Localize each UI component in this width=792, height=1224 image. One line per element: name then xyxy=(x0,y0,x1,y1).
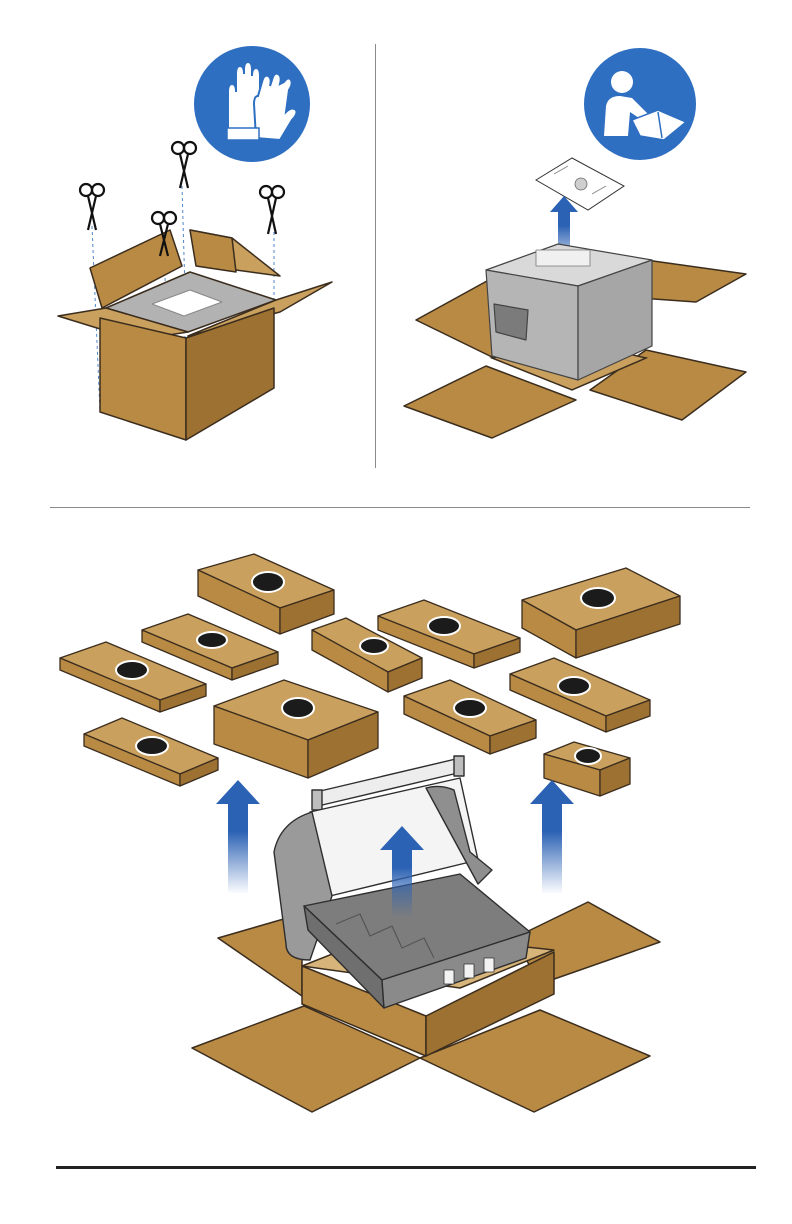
parts-box xyxy=(198,554,334,634)
parts-box xyxy=(84,718,218,786)
remove-manual-panel xyxy=(396,40,756,450)
cut-box-illustration xyxy=(40,40,370,460)
parts-box xyxy=(214,680,378,778)
remove-manual-illustration xyxy=(396,40,756,450)
up-arrow-icon xyxy=(530,780,574,894)
footer-rule xyxy=(56,1166,756,1169)
shipping-box xyxy=(58,230,332,440)
scissors-icon xyxy=(172,142,196,188)
cut-box-panel xyxy=(40,40,370,460)
parts-box xyxy=(522,568,680,658)
vertical-divider xyxy=(375,44,376,468)
scissors-icon xyxy=(80,184,104,230)
read-manual-icon xyxy=(584,48,696,160)
gloves-safety-icon xyxy=(194,46,310,162)
unpack-parts-panel xyxy=(40,540,740,1120)
scissors-icon xyxy=(260,186,284,234)
manual-booklet xyxy=(536,158,624,210)
up-arrow-icon xyxy=(216,780,260,894)
horizontal-divider xyxy=(50,507,750,508)
unpack-parts-illustration xyxy=(40,540,740,1120)
